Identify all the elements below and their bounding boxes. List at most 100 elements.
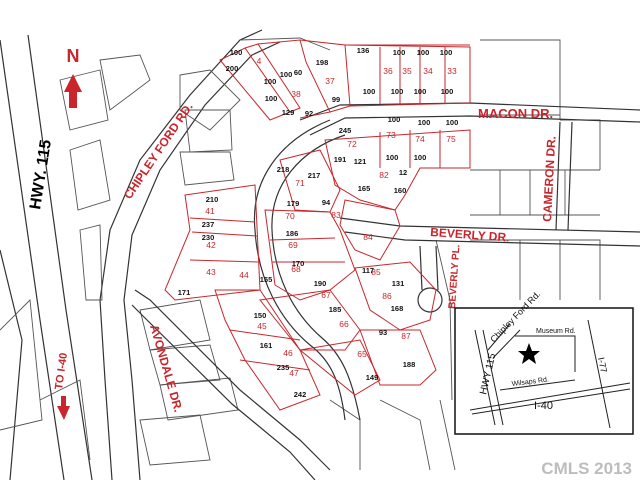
inset-i77-label: I-77 xyxy=(596,356,609,373)
beverly-dr-label: BEVERLY DR. xyxy=(430,225,510,245)
lot-number-34: 34 xyxy=(423,66,433,76)
inset-frame xyxy=(454,307,634,435)
south-arrow-icon xyxy=(57,396,70,420)
lot-number-74: 74 xyxy=(415,134,425,144)
lot-number-82: 82 xyxy=(379,170,389,180)
chipley-ford-road xyxy=(99,29,281,480)
lot-dimension: 100 xyxy=(441,87,454,96)
inset-museum-label: Museum Rd. xyxy=(536,328,576,335)
lot-dimension: 186 xyxy=(286,229,299,238)
lot-dimension: 100 xyxy=(391,87,404,96)
lot-number-85: 85 xyxy=(371,267,381,277)
lot-dimension: 190 xyxy=(314,279,327,288)
lot-number-37: 37 xyxy=(325,76,335,86)
lot-number-44: 44 xyxy=(239,270,249,280)
inset-i40-label: I-40 xyxy=(534,400,553,412)
inset-wilsaps-label: Wilsaps Rd. xyxy=(511,376,549,388)
north-label: N xyxy=(67,46,80,66)
lot-dimension: 100 xyxy=(386,153,399,162)
lot-dimension: 100 xyxy=(393,48,406,57)
lot-number-41: 41 xyxy=(205,206,215,216)
lot-dimension: 149 xyxy=(366,373,379,382)
lot-number-4: 4 xyxy=(257,56,262,66)
location-star-icon xyxy=(518,343,540,364)
inset-i40-line xyxy=(469,382,631,411)
lot-number-43: 43 xyxy=(206,267,216,277)
lot-dimension: 100 xyxy=(440,48,453,57)
lot-number-45: 45 xyxy=(257,321,267,331)
lot-dimension: 12 xyxy=(399,168,407,177)
lot-dimension: 218 xyxy=(277,165,290,174)
lot-number-69: 69 xyxy=(288,240,298,250)
lot-dimension: 100 xyxy=(414,87,427,96)
lot-dimension: 92 xyxy=(305,109,313,118)
lot-number-87: 87 xyxy=(401,331,411,341)
lot-dimension: 100 xyxy=(265,94,278,103)
lot-number-66: 66 xyxy=(339,319,349,329)
lot-number-75: 75 xyxy=(446,134,456,144)
lot-dimension: 245 xyxy=(339,126,352,135)
lot-number-83: 83 xyxy=(331,210,341,220)
to-i40-label: TO I-40 xyxy=(53,352,70,390)
inset-wilsaps-line xyxy=(499,379,576,391)
chipley-ford-label: CHIPLEY FORD RD. xyxy=(121,100,196,202)
lot-number-73: 73 xyxy=(386,130,396,140)
lot-number-layer: 4 38 37 36 35 34 33 72 73 74 75 82 71 70 83 41 42 43 69 84 6… xyxy=(205,56,457,378)
inset-i77-line xyxy=(587,319,611,429)
beverly-pl-label: BEVERLY PL. xyxy=(447,244,462,309)
lot-dimension: 131 xyxy=(392,279,405,288)
lot-dimension: 155 xyxy=(260,275,273,284)
lot-dimension: 185 xyxy=(329,305,342,314)
lot-dimension: 129 xyxy=(282,108,295,117)
avondale-label: AVONDALE DR. xyxy=(147,323,185,414)
cameron-label: CAMERON DR. xyxy=(540,136,558,223)
lot-number-68: 68 xyxy=(291,264,301,274)
lot-dimension: 100 xyxy=(280,70,293,79)
lot-dimension: 93 xyxy=(379,328,387,337)
north-arrow-icon xyxy=(64,74,82,108)
lot-dimension: 242 xyxy=(294,390,307,399)
lot-dimension: 198 xyxy=(316,58,329,67)
lot-dimension: 165 xyxy=(358,184,371,193)
inset-museum-line xyxy=(515,335,576,372)
lot-number-42: 42 xyxy=(206,240,216,250)
lot-dimension: 94 xyxy=(322,198,331,207)
inset-location-map: HWY 115 Chipley Ford Rd. Museum Rd. Wils… xyxy=(454,289,634,435)
lot-dimension: 210 xyxy=(206,195,219,204)
lot-number-36: 36 xyxy=(383,66,393,76)
lot-number-33: 33 xyxy=(447,66,457,76)
lot-dimension: 217 xyxy=(308,171,321,180)
lot-number-38: 38 xyxy=(291,89,301,99)
lot-dimension: 136 xyxy=(357,46,370,55)
lot-number-70: 70 xyxy=(285,211,295,221)
lot-dimension: 179 xyxy=(287,199,300,208)
lot-dimension: 200 xyxy=(226,64,239,73)
lot-number-72: 72 xyxy=(347,139,357,149)
lot-dimension: 117 xyxy=(362,266,374,275)
cameron-drive xyxy=(555,121,573,231)
lot-dimension: 161 xyxy=(260,341,273,350)
lot-number-65: 65 xyxy=(357,349,367,359)
lot-number-35: 35 xyxy=(402,66,412,76)
lot-dimension: 100 xyxy=(446,118,459,127)
lot-number-86: 86 xyxy=(382,291,392,301)
lot-dimension: 100 xyxy=(418,118,431,127)
macon-label: MACON DR. xyxy=(478,106,553,121)
lot-number-46: 46 xyxy=(283,348,293,358)
lot-dimension: 100 xyxy=(363,87,376,96)
avondale-drive xyxy=(131,289,331,480)
lot-number-84: 84 xyxy=(363,232,373,242)
inset-hwy115-line xyxy=(474,329,496,426)
lot-number-67: 67 xyxy=(321,290,331,300)
lot-dimension: 121 xyxy=(354,157,367,166)
lot-dimension: 191 xyxy=(334,155,347,164)
lot-dimension: 188 xyxy=(403,360,416,369)
lot-dimension: 230 xyxy=(202,233,215,242)
macon-drive xyxy=(299,102,640,136)
lot-dimension: 170 xyxy=(292,259,305,268)
lot-number-71: 71 xyxy=(295,178,305,188)
lot-dimension: 168 xyxy=(391,304,404,313)
cmls-watermark: CMLS 2013 xyxy=(541,459,632,478)
